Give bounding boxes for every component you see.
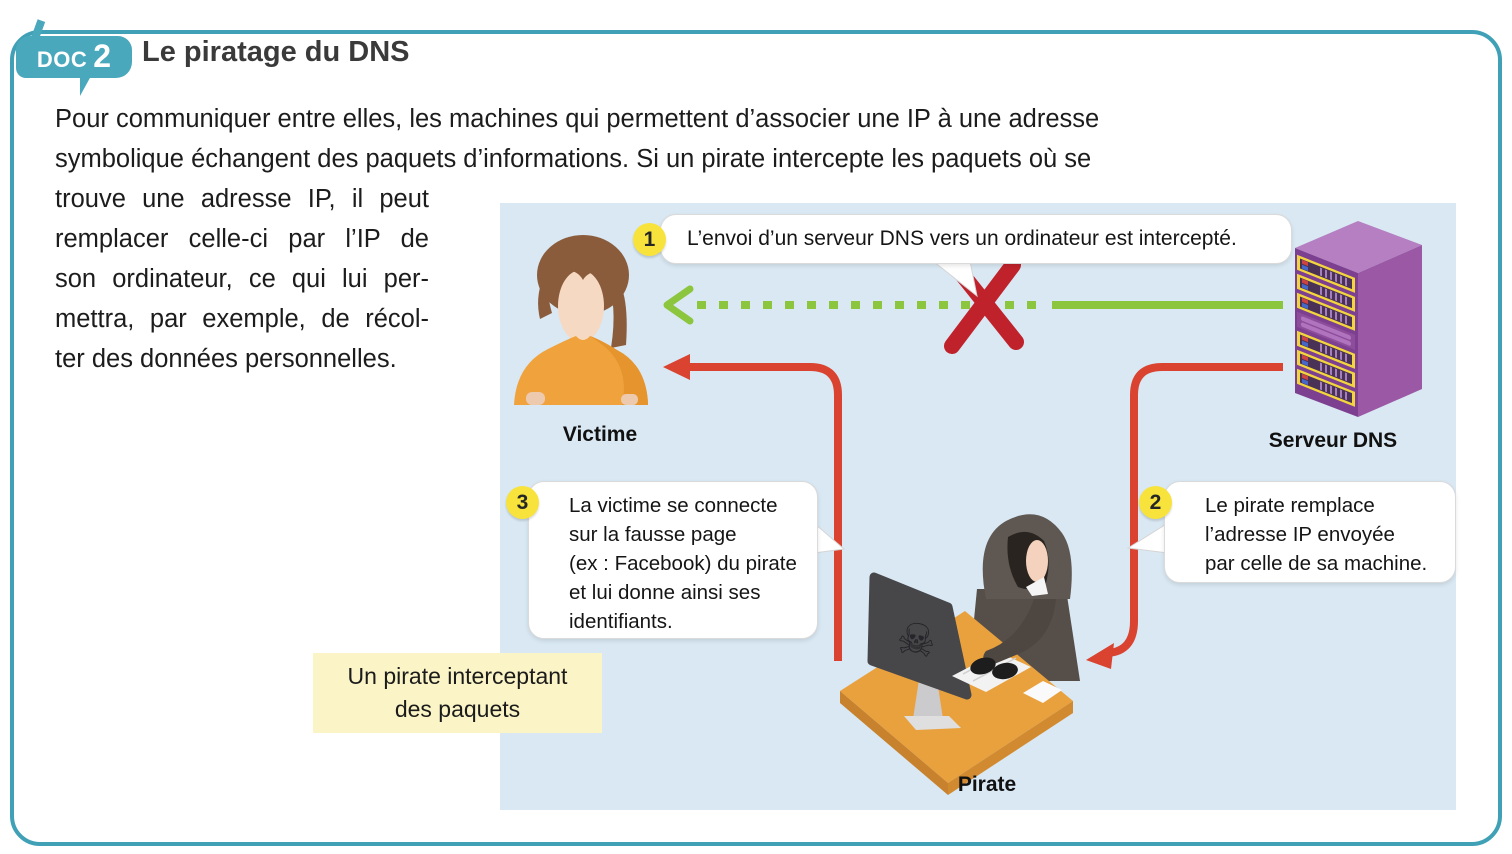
callout-3-line-3: (ex : Facebook) du pirate [569,552,797,575]
step-3-badge: 3 [506,486,539,519]
keyboard [952,652,1031,692]
callout-1: L’envoi d’un serveur DNS vers un ordinat… [660,214,1292,264]
notepad [1023,681,1062,703]
callout-2: Le pirate remplace l’adresse IP envoyée … [1164,481,1456,583]
server-label: Serveur DNS [1268,429,1398,452]
skull-icon: ☠ [893,613,940,668]
callout-3-line-1: La victime se connecte [569,494,778,517]
intro-left-line-3: son ordinateur, ce qui lui per- [55,265,429,293]
step-1-badge: 1 [633,223,666,256]
pirate-arm [983,599,1056,667]
pirate-glove [970,657,996,675]
callout-3-line-5: identifiants. [569,610,673,633]
dns-server-figure [1295,221,1422,417]
diagram-graphics: ☠ [514,221,1422,795]
pirate-label: Pirate [957,773,1017,796]
callout-2-line-3: par celle de sa machine. [1205,552,1428,575]
victim-figure [514,235,648,405]
doc-badge: DOC 2 [16,36,132,78]
dns-hacking-diagram: ☠ 1 L’envoi d’un serveur DNS vers un ord… [313,203,1456,810]
pirate-glove [992,662,1018,680]
callout-3-line-4: et lui donne ainsi ses [569,581,761,604]
victim-label: Victime [562,423,638,446]
doc-badge-label: DOC [36,47,88,72]
intro-left-line-5: ter des données personnelles. [55,345,397,373]
server-drive-slots [1297,311,1355,350]
step-2-badge: 2 [1139,486,1172,519]
pirate-face [1026,540,1048,582]
intro-left-line-2: remplacer celle-ci par l’IP de [55,225,429,253]
pirate-figure: ☠ [840,514,1080,795]
caption-line-2: des paquets [394,696,521,722]
intro-left-line-4: mettra, par exemple, de récol- [55,305,429,333]
caption-line-1: Un pirate interceptant [347,663,568,689]
intro-line-1: Pour communiquer entre elles, les machin… [55,105,1100,133]
callout-3-line-2: sur la fausse page [569,523,737,546]
red-arrow-pirate-to-victim [663,354,842,661]
doc-badge-number: 2 [93,38,112,74]
intro-line-2: symbolique échangent des paquets d’infor… [55,145,1092,173]
badge-tail-bottom [80,76,91,96]
red-arrow-server-to-pirate [1086,363,1283,669]
callout-1-text: L’envoi d’un serveur DNS vers un ordinat… [687,227,1237,250]
intro-paragraph-left-column: trouve une adresse IP, il peut remplacer… [55,179,429,379]
callout1-tail [931,260,978,298]
page-title: Le piratage du DNS [142,36,410,68]
monitor [867,572,972,700]
callout-2-line-2: l’adresse IP envoyée [1205,523,1395,546]
diagram-caption: Un pirate interceptant des paquets [313,653,602,733]
intro-paragraph: Pour communiquer entre elles, les machin… [55,99,1215,179]
intro-left-line-1: trouve une adresse IP, il peut [55,185,429,213]
callout-3: La victime se connecte sur la fausse pag… [528,481,818,639]
callout-2-line-1: Le pirate remplace [1205,494,1375,517]
